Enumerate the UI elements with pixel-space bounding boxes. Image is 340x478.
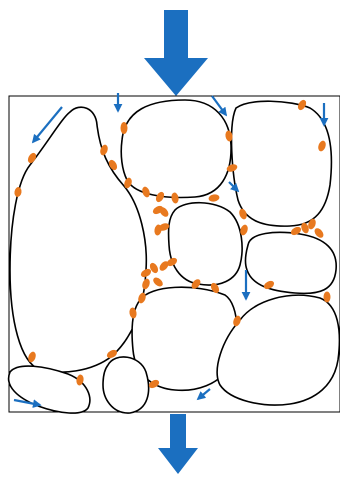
grain-bottom-small <box>102 356 150 414</box>
particle <box>14 187 22 197</box>
particle <box>106 349 118 359</box>
flow-arrow-icon <box>13 398 42 408</box>
particle <box>233 315 241 327</box>
particle <box>27 152 37 164</box>
particle <box>297 99 307 111</box>
bottom-flow-arrow-icon <box>158 414 198 474</box>
grain-bottom-right <box>216 294 340 406</box>
particle <box>308 218 316 230</box>
flow-arrow-icon <box>211 95 228 117</box>
particle <box>159 261 169 271</box>
particle <box>323 291 331 303</box>
particle <box>171 192 179 204</box>
particle <box>142 186 150 198</box>
particle <box>120 122 128 134</box>
particle <box>208 194 220 202</box>
particle <box>239 208 247 220</box>
particle <box>76 374 84 386</box>
flow-arrow-icon <box>31 106 63 144</box>
particle <box>166 257 178 267</box>
particle <box>155 191 165 203</box>
particle <box>100 144 108 156</box>
container-box <box>8 95 340 413</box>
particle <box>158 223 170 231</box>
particle <box>290 226 302 236</box>
grains <box>7 99 340 414</box>
particle <box>301 222 309 234</box>
particle <box>129 307 137 319</box>
particle <box>263 280 275 290</box>
particle <box>318 140 326 152</box>
flow-arrow-icon <box>196 388 211 401</box>
grain-bottom-left <box>7 365 91 414</box>
particle <box>28 351 36 363</box>
grain-top-right <box>230 100 333 227</box>
particle <box>191 279 201 289</box>
particle <box>124 177 132 189</box>
grain-bottom-center <box>131 286 238 392</box>
grain-large-left <box>9 106 148 373</box>
particle <box>140 268 152 278</box>
particle <box>142 278 150 290</box>
particle <box>148 379 160 389</box>
particles <box>14 99 331 389</box>
particle <box>226 164 238 172</box>
particle <box>138 292 146 304</box>
flow-arrows <box>13 93 329 408</box>
particle <box>149 262 159 274</box>
particle <box>210 282 220 294</box>
particle <box>240 224 248 236</box>
particle <box>225 130 233 142</box>
grain-top-middle <box>120 99 232 199</box>
particle <box>108 159 118 171</box>
particle <box>159 207 169 217</box>
flow-arrow-icon <box>228 181 240 193</box>
top-flow-arrow-icon <box>144 10 208 96</box>
grain-right-middle <box>244 231 337 295</box>
particle <box>153 277 163 287</box>
particle <box>314 228 324 238</box>
grain-center <box>167 201 243 286</box>
